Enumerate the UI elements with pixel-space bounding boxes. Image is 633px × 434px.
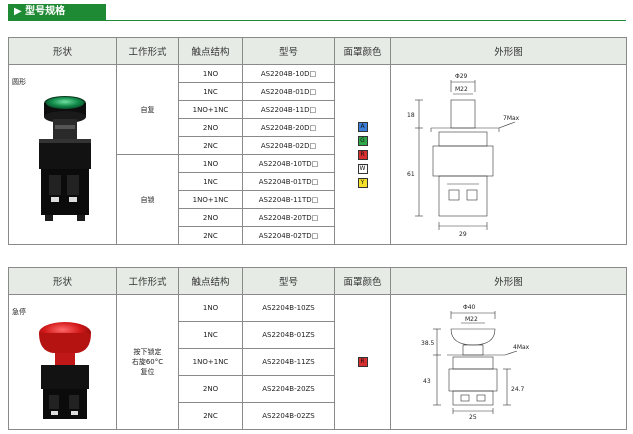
- model-cell: AS2204B-01ZS: [242, 321, 335, 349]
- shape-name: 圆形: [12, 78, 26, 86]
- dim-head-height: 18: [407, 112, 415, 119]
- model-cell: AS2204B-01TD□: [242, 172, 335, 191]
- mode-line: 按下锁定: [133, 348, 162, 356]
- mode-line: 右旋60°C: [131, 358, 164, 366]
- contact-cell: 1NC: [178, 321, 243, 349]
- color-cell: R: [334, 294, 391, 430]
- mode-cell: 按下锁定 右旋60°C 复位: [116, 294, 179, 430]
- contact-cell: 1NO+1NC: [178, 190, 243, 209]
- model-cell: AS2204B-02TD□: [242, 226, 335, 245]
- table-header-row: 形状 工作形式 触点结构 型号 面罩颜色 外形图: [8, 267, 627, 295]
- contact-cell: 1NO+1NC: [178, 348, 243, 376]
- dim-thread: M22: [455, 86, 468, 93]
- contact-cell: 1NO: [178, 154, 243, 173]
- model-cell: AS2204B-11TD□: [242, 190, 335, 209]
- header-mode: 工作形式: [116, 37, 179, 65]
- contact-cell: 1NC: [178, 82, 243, 101]
- emergency-stop-photo: [39, 322, 91, 419]
- dim-width: 25: [469, 414, 477, 421]
- header-model: 型号: [242, 37, 335, 65]
- spec-table-round: 形状 工作形式 触点结构 型号 面罩颜色 外形图 圆形: [8, 37, 627, 245]
- dim-terminal-height: 24.7: [511, 386, 525, 393]
- outline-drawing-round: Φ29 M22 18 61 29 7Max: [407, 73, 520, 238]
- header-contact: 触点结构: [178, 37, 243, 65]
- dim-body-height: 61: [407, 171, 415, 178]
- color-swatch-white: W: [357, 163, 368, 174]
- color-swatch-red: R: [357, 357, 368, 367]
- header-outline: 外形图: [390, 267, 627, 295]
- contact-cell: 2NC: [178, 402, 243, 430]
- model-cell: AS2204B-20ZS: [242, 375, 335, 403]
- dim-panel-gap: 4Max: [513, 344, 530, 351]
- outline-drawing-emergency-stop: Φ40 M22 38.5 43 24.7 25 4Max: [421, 304, 530, 421]
- contact-cell: 1NO+1NC: [178, 100, 243, 119]
- model-cell: AS2204B-11D□: [242, 100, 335, 119]
- color-swatch-red: R: [357, 149, 368, 160]
- shape-cell: 圆形: [8, 64, 117, 245]
- color-swatch-yellow: Y: [357, 177, 368, 188]
- header-color: 面罩颜色: [334, 37, 391, 65]
- header-shape: 形状: [8, 267, 117, 295]
- contact-cell: 2NO: [178, 208, 243, 227]
- contact-cell: 2NO: [178, 118, 243, 137]
- color-swatch-blue: A: [357, 121, 368, 132]
- mode-cell: 自复: [116, 64, 179, 155]
- model-cell: AS2204B-20D□: [242, 118, 335, 137]
- color-cell: A G R W Y: [334, 64, 391, 245]
- table-row: 圆形: [8, 64, 627, 245]
- model-cell: AS2204B-20TD□: [242, 208, 335, 227]
- round-button-photo: [39, 96, 91, 221]
- dim-panel-gap: 7Max: [503, 115, 520, 122]
- model-cell: AS2204B-02D□: [242, 136, 335, 155]
- dim-diameter: Φ40: [463, 304, 476, 311]
- dim-body-height: 43: [423, 378, 431, 385]
- model-cell: AS2204B-10ZS: [242, 294, 335, 322]
- contact-cell: 1NC: [178, 172, 243, 191]
- model-cell: AS2204B-10TD□: [242, 154, 335, 173]
- outline-cell: Φ40 M22 38.5 43 24.7 25 4Max: [390, 294, 627, 430]
- model-cell: AS2204B-02ZS: [242, 402, 335, 430]
- dim-diameter: Φ29: [455, 73, 468, 80]
- contact-cell: 1NO: [178, 294, 243, 322]
- header-shape: 形状: [8, 37, 117, 65]
- header-model: 型号: [242, 267, 335, 295]
- table-header-row: 形状 工作形式 触点结构 型号 面罩颜色 外形图: [8, 37, 627, 65]
- color-swatch-green: G: [357, 135, 368, 146]
- dim-head-height: 38.5: [421, 340, 435, 347]
- model-cell: AS2204B-11ZS: [242, 348, 335, 376]
- table-row: 急停 按下锁定 右旋60°C 复位: [8, 294, 627, 430]
- model-cell: AS2204B-10D□: [242, 64, 335, 83]
- outline-cell: Φ29 M22 18 61 29 7Max: [390, 64, 627, 245]
- shape-name: 急停: [12, 308, 26, 316]
- header-mode: 工作形式: [116, 267, 179, 295]
- contact-cell: 2NO: [178, 375, 243, 403]
- shape-cell: 急停: [8, 294, 117, 430]
- section-title: ▶ 型号规格: [8, 4, 106, 20]
- model-cell: AS2204B-01D□: [242, 82, 335, 101]
- contact-cell: 1NO: [178, 64, 243, 83]
- mode-line: 复位: [140, 368, 155, 376]
- header-color: 面罩颜色: [334, 267, 391, 295]
- header-contact: 触点结构: [178, 267, 243, 295]
- dim-width: 29: [459, 231, 467, 238]
- mode-cell: 自锁: [116, 154, 179, 245]
- contact-cell: 2NC: [178, 136, 243, 155]
- header-outline: 外形图: [390, 37, 627, 65]
- spec-table-emergency-stop: 形状 工作形式 触点结构 型号 面罩颜色 外形图 急停: [8, 267, 627, 430]
- contact-cell: 2NC: [178, 226, 243, 245]
- dim-thread: M22: [465, 316, 478, 323]
- section-divider: [8, 20, 626, 21]
